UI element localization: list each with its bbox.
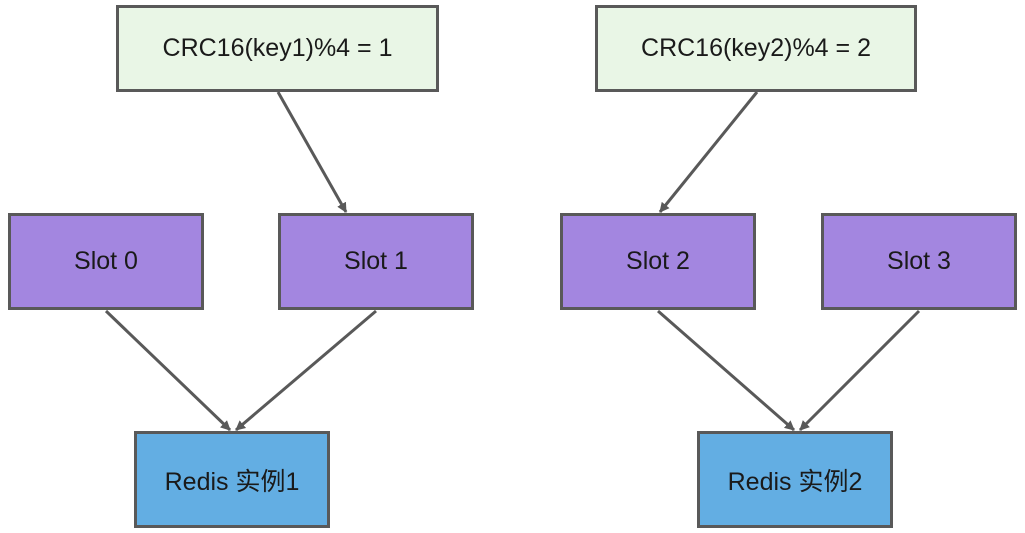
slot-3-node: Slot 3 — [821, 213, 1017, 310]
slot-1-node: Slot 1 — [278, 213, 474, 310]
edge-slot-0-to-redis-1 — [104, 309, 232, 432]
slot-3-label: Slot 3 — [887, 247, 951, 275]
redis-instance-1-node: Redis 实例1 — [134, 431, 330, 528]
slot-0-label: Slot 0 — [74, 247, 138, 275]
hash-node-key2: CRC16(key2)%4 = 2 — [595, 5, 917, 92]
edge-slot-1-to-redis-1 — [235, 309, 377, 432]
redis-instance-2-node: Redis 实例2 — [697, 431, 893, 528]
slot-2-label: Slot 2 — [626, 247, 690, 275]
slot-0-node: Slot 0 — [8, 213, 204, 310]
redis-instance-2-label: Redis 实例2 — [727, 467, 863, 496]
slot-1-label: Slot 1 — [344, 247, 408, 275]
hash-node-key2-label: CRC16(key2)%4 = 2 — [641, 34, 871, 62]
hash-node-key1: CRC16(key1)%4 = 1 — [116, 5, 439, 92]
edge-slot-2-to-redis-2 — [657, 309, 795, 432]
edge-slot-3-to-redis-2 — [798, 309, 921, 432]
redis-instance-1-label: Redis 实例1 — [164, 467, 300, 496]
slot-2-node: Slot 2 — [560, 213, 756, 310]
edge-hash-2-to-slot-2 — [658, 91, 759, 213]
edge-hash-1-to-slot-1 — [276, 91, 348, 213]
hash-node-key1-label: CRC16(key1)%4 = 1 — [162, 34, 393, 62]
